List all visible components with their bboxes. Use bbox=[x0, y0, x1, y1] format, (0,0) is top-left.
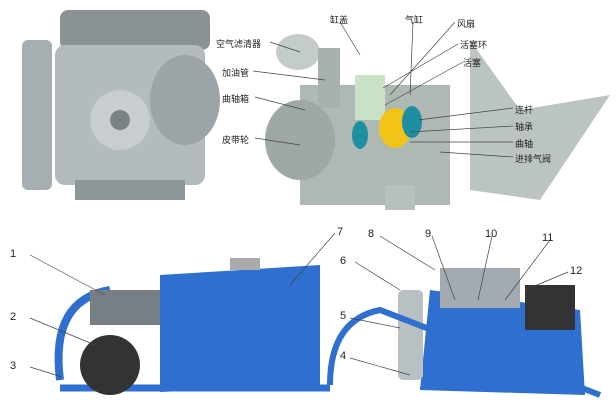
label-valve: 进排气阀 bbox=[515, 155, 552, 165]
callout-3: 3 bbox=[10, 360, 17, 372]
callout-11: 11 bbox=[542, 232, 554, 244]
label-fan: 风扇 bbox=[457, 20, 476, 30]
engine-cutaway bbox=[265, 34, 610, 210]
label-connecting-rod: 连杆 bbox=[515, 106, 534, 116]
label-oil-pipe: 加油管 bbox=[222, 69, 250, 79]
callout-5: 5 bbox=[340, 310, 347, 322]
leader-lines bbox=[29, 21, 569, 378]
compressor-right bbox=[327, 268, 602, 398]
label-cylinder: 气缸 bbox=[405, 16, 424, 26]
label-piston-ring: 活塞环 bbox=[460, 41, 488, 51]
compressor-left bbox=[54, 258, 330, 395]
callout-1: 1 bbox=[10, 248, 17, 260]
engine-photo bbox=[22, 10, 220, 200]
label-crankshaft: 曲轴 bbox=[515, 140, 534, 150]
label-piston: 活塞 bbox=[463, 59, 482, 69]
callout-6: 6 bbox=[340, 255, 347, 267]
callout-12: 12 bbox=[570, 265, 583, 277]
label-bearing: 轴承 bbox=[515, 123, 534, 133]
label-cylinder-head: 缸盖 bbox=[330, 16, 349, 26]
callout-7: 7 bbox=[337, 226, 344, 238]
callout-8: 8 bbox=[368, 228, 375, 240]
callout-10: 10 bbox=[485, 228, 498, 240]
callout-9: 9 bbox=[425, 228, 432, 240]
label-pulley: 皮带轮 bbox=[222, 136, 250, 146]
label-air-filter: 空气滤清器 bbox=[216, 40, 262, 50]
label-crankcase: 曲轴箱 bbox=[222, 95, 250, 105]
callout-2: 2 bbox=[10, 311, 17, 323]
callout-4: 4 bbox=[340, 350, 347, 362]
